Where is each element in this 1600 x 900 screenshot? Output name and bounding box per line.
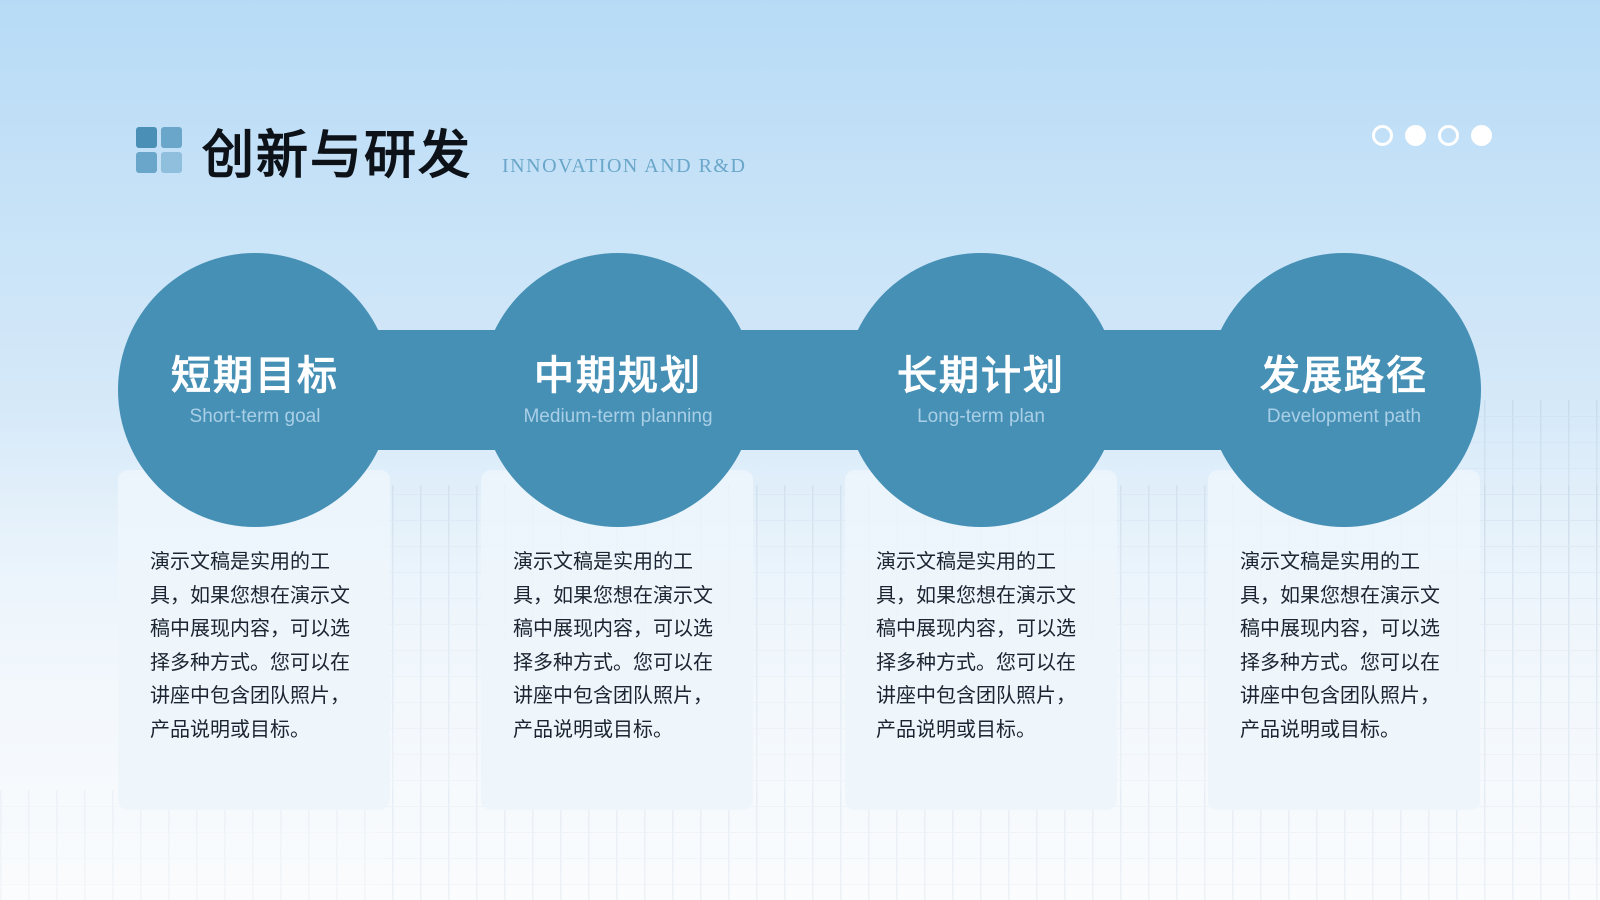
page-title: 创新与研发 <box>202 124 473 186</box>
step-4-title: 发展路径 <box>1260 352 1428 399</box>
slide-header: 创新与研发 INNOVATION AND R&D <box>136 114 746 186</box>
page-subtitle: INNOVATION AND R&D <box>502 155 747 177</box>
pager-dots <box>1372 125 1492 146</box>
step-3-subtitle: Long-term plan <box>917 406 1045 427</box>
pager-dot-1[interactable] <box>1372 125 1393 146</box>
circle-4 <box>1207 253 1481 527</box>
step-3-description: 演示文稿是实用的工具，如果您想在演示文稿中展现内容，可以选择多种方式。您可以在讲… <box>876 549 1076 741</box>
step-4-label: 发展路径 Development path <box>1209 352 1479 428</box>
pager-dot-3[interactable] <box>1438 125 1459 146</box>
step-1-subtitle: Short-term goal <box>189 406 321 427</box>
step-1-description: 演示文稿是实用的工具，如果您想在演示文稿中展现内容，可以选择多种方式。您可以在讲… <box>150 549 350 741</box>
grid-logo-icon <box>136 127 182 173</box>
step-4-description: 演示文稿是实用的工具，如果您想在演示文稿中展现内容，可以选择多种方式。您可以在讲… <box>1240 549 1440 741</box>
step-2-title: 中期规划 <box>534 352 702 399</box>
step-1-title: 短期目标 <box>171 352 339 399</box>
pager-dot-2[interactable] <box>1405 125 1426 146</box>
circle-1 <box>118 253 392 527</box>
step-3-label: 长期计划 Long-term plan <box>846 352 1116 428</box>
step-2-description: 演示文稿是实用的工具，如果您想在演示文稿中展现内容，可以选择多种方式。您可以在讲… <box>513 549 713 741</box>
step-1-label: 短期目标 Short-term goal <box>120 352 390 428</box>
pager-dot-4[interactable] <box>1471 125 1492 146</box>
step-2-label: 中期规划 Medium-term planning <box>483 352 753 428</box>
step-3-title: 长期计划 <box>897 352 1065 399</box>
step-4-subtitle: Development path <box>1266 406 1422 427</box>
step-2-subtitle: Medium-term planning <box>523 406 713 427</box>
